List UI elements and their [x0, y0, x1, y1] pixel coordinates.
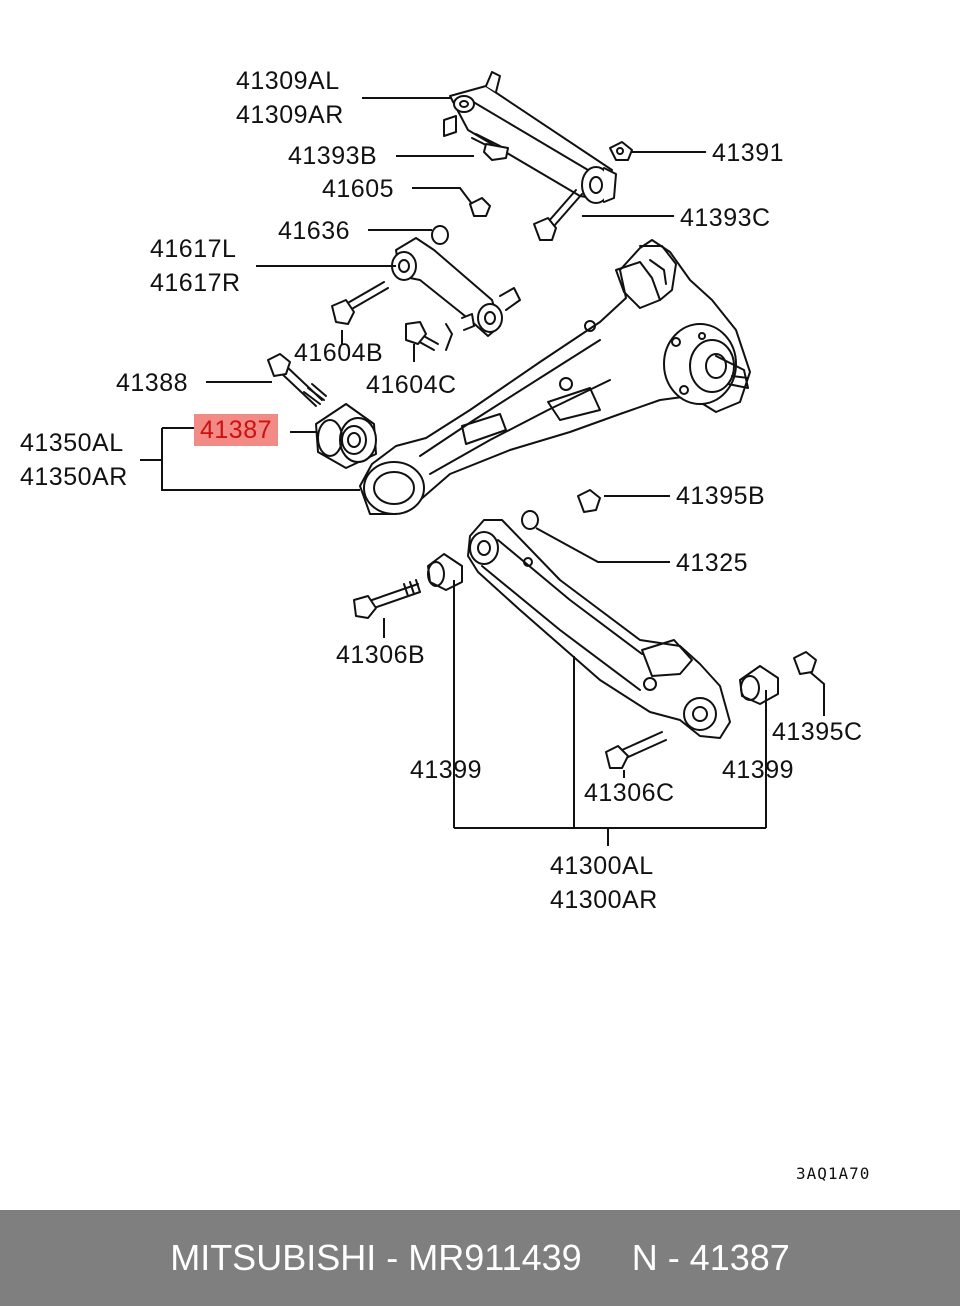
- label-41399-left[interactable]: 41399: [410, 756, 483, 784]
- label-41300al[interactable]: 41300AL: [550, 852, 654, 880]
- bolt-41393c: [533, 189, 583, 241]
- lower-arm-41300: [467, 519, 731, 739]
- label-41388[interactable]: 41388: [116, 369, 189, 397]
- footer-separator: -: [376, 1237, 409, 1278]
- footer-gap: [582, 1237, 632, 1279]
- bolt-41388: [267, 353, 327, 407]
- bolt-41393b: [471, 133, 509, 161]
- label-41617r[interactable]: 41617R: [150, 269, 241, 297]
- bolt-41306c: [605, 731, 667, 769]
- label-41325[interactable]: 41325: [676, 549, 749, 577]
- nut-41395c: [793, 651, 817, 675]
- diagram-code: 3AQ1A70: [796, 1164, 871, 1183]
- bolt-41604c: [405, 321, 453, 351]
- trailing-arm-41350: [359, 239, 751, 515]
- label-41617l[interactable]: 41617L: [150, 235, 237, 263]
- leader-lines: [140, 97, 825, 846]
- label-41636[interactable]: 41636: [278, 217, 351, 245]
- bushing-41399-left: [427, 553, 463, 591]
- label-41393b[interactable]: 41393B: [288, 142, 378, 170]
- footer-part-number: MR911439: [408, 1237, 582, 1278]
- footer-ref: N - 41387: [631, 1237, 790, 1278]
- nut-41605: [469, 197, 491, 217]
- bolt-41604b: [331, 281, 389, 325]
- footer-brand: MITSUBISHI: [170, 1237, 377, 1278]
- label-41306c[interactable]: 41306C: [584, 779, 675, 807]
- label-41387-highlighted[interactable]: 41387: [194, 414, 279, 446]
- label-41605[interactable]: 41605: [322, 175, 395, 203]
- label-41395b[interactable]: 41395B: [676, 482, 766, 510]
- footer-bar: MITSUBISHI - MR911439 N - 41387: [0, 1210, 960, 1306]
- label-41300ar[interactable]: 41300AR: [550, 886, 658, 914]
- suspension-drawing: [140, 71, 825, 846]
- bushing-41387: [315, 403, 377, 469]
- washer-41636: [431, 225, 449, 245]
- label-41350ar[interactable]: 41350AR: [20, 463, 128, 491]
- washer-41325: [521, 510, 539, 530]
- label-41309al[interactable]: 41309AL: [236, 67, 340, 95]
- label-41393c[interactable]: 41393C: [680, 204, 771, 232]
- label-41306b[interactable]: 41306B: [336, 641, 426, 669]
- label-41350al[interactable]: 41350AL: [20, 429, 124, 457]
- label-41604c[interactable]: 41604C: [366, 371, 457, 399]
- label-41604b[interactable]: 41604B: [294, 339, 384, 367]
- bushing-41399-right: [739, 665, 779, 705]
- nut-41395b: [577, 489, 601, 513]
- label-41391[interactable]: 41391: [712, 139, 785, 167]
- toe-link-41617: [391, 237, 521, 337]
- nut-41391: [609, 141, 633, 161]
- label-41395c[interactable]: 41395C: [772, 718, 863, 746]
- label-41399-right[interactable]: 41399: [722, 756, 795, 784]
- bolt-41306b: [353, 579, 421, 619]
- parts-diagram: 41309AL 41309AR 41393B 41391 41605 41393…: [20, 67, 871, 1183]
- upper-arm-41309: [443, 71, 617, 204]
- label-41309ar[interactable]: 41309AR: [236, 101, 344, 129]
